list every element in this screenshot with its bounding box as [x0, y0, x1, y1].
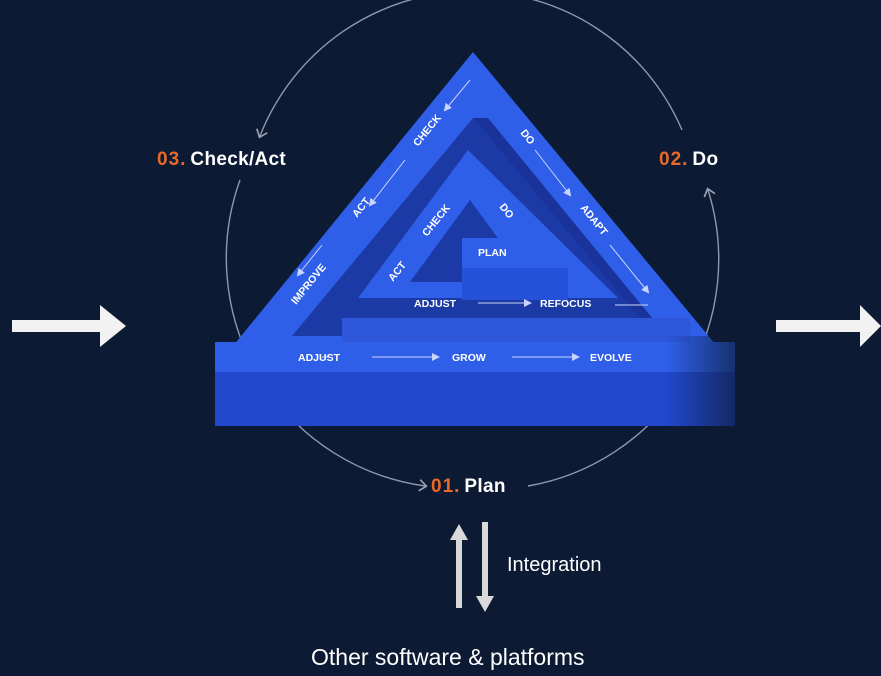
inner-center-label: PLAN — [478, 247, 507, 259]
triangle-flow-arrows — [296, 79, 650, 361]
base-top — [215, 342, 735, 372]
integration-arrows — [450, 522, 494, 612]
input-arrow-icon — [12, 305, 126, 347]
phase-do: 02.Do — [659, 149, 718, 171]
inner-bottom-label-0: ADJUST — [414, 298, 457, 310]
arc-do-to-check — [256, 0, 683, 139]
phase-number: 01. — [431, 476, 461, 497]
up-arrow-icon — [450, 524, 468, 608]
phase-plan: 01.Plan — [431, 476, 506, 498]
phase-name: Plan — [464, 476, 506, 497]
phase-check-act: 03.Check/Act — [157, 149, 286, 171]
phase-number: 03. — [157, 149, 187, 170]
down-arrow-icon — [476, 522, 494, 612]
plan-block-side — [462, 268, 568, 300]
footer-label: Other software & platforms — [311, 644, 585, 670]
inner-wall — [473, 118, 662, 336]
plan-block-top — [462, 238, 568, 268]
outer-bottom-label-0: ADJUST — [298, 352, 341, 364]
phase-number: 02. — [659, 149, 689, 170]
outer-bottom-label-1: GROW — [452, 352, 486, 364]
triangle-structure — [215, 52, 768, 436]
phase-name: Check/Act — [190, 149, 287, 170]
outer-bottom-label-2: EVOLVE — [590, 352, 632, 364]
inner-bottom-label-1: REFOCUS — [540, 298, 591, 310]
phase-name: Do — [692, 149, 719, 170]
inner-shelf — [342, 318, 690, 342]
output-arrow-icon — [776, 305, 881, 347]
integration-label: Integration — [507, 554, 602, 576]
outer-base-side — [215, 368, 735, 426]
